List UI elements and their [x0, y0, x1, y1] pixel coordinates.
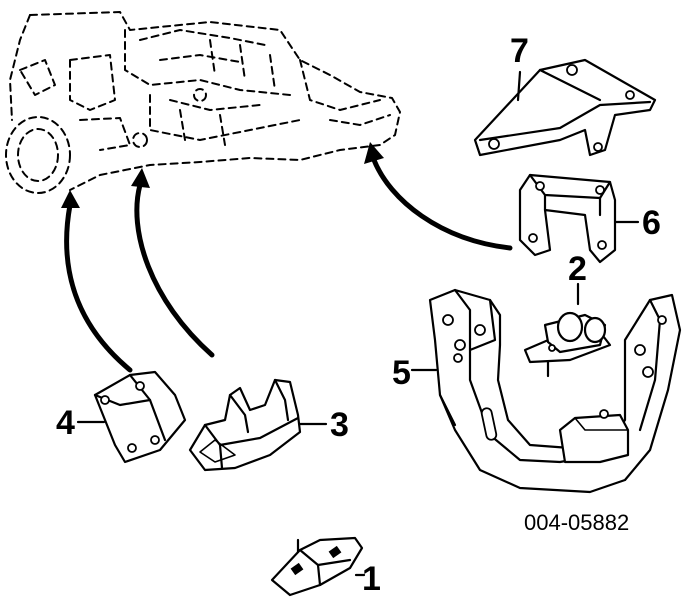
reference-number: 004-05882 — [524, 510, 629, 535]
callout-5: 5 — [392, 354, 411, 392]
part-4-bracket — [76, 370, 187, 464]
part-5-crossmember — [410, 288, 682, 494]
part-3-insulator — [188, 378, 328, 472]
engine-transmission-assembly — [5, 11, 401, 194]
arrow-head-1 — [61, 190, 80, 208]
arrow-to-bell-housing — [64, 202, 133, 373]
arrow-to-engine-side — [134, 182, 215, 358]
part-2-mount — [523, 282, 612, 378]
callout-7: 7 — [510, 32, 529, 70]
callout-2: 2 — [568, 250, 587, 288]
part-6-bracket — [518, 173, 640, 264]
arrow-to-transmission — [371, 157, 513, 251]
part-7-bracket — [473, 58, 657, 157]
callout-4: 4 — [56, 404, 75, 442]
arrow-head-2 — [131, 168, 150, 188]
mounting-arrows — [61, 142, 513, 373]
callout-6: 6 — [642, 204, 661, 242]
part-1-mount — [270, 536, 366, 597]
callout-3: 3 — [330, 406, 349, 444]
callout-1: 1 — [362, 560, 381, 598]
arrow-head-3 — [364, 142, 384, 164]
